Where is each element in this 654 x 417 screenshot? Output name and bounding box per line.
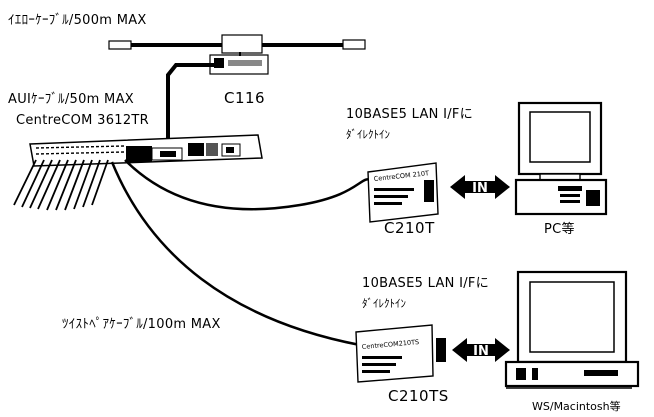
centrecom-hub bbox=[29, 134, 263, 167]
lan-interface-bottom-line1: 10BASE5 LAN I/Fに bbox=[362, 276, 490, 291]
hub-port-cables bbox=[13, 159, 109, 211]
in-label-bottom: IN bbox=[473, 344, 489, 359]
lan-interface-top-line1: 10BASE5 LAN I/Fに bbox=[346, 107, 474, 122]
workstation-computer bbox=[504, 270, 640, 389]
aui-cable bbox=[166, 63, 214, 155]
aui-cable-label: AUIｹｰﾌﾞﾙ/50m MAX bbox=[8, 92, 134, 107]
c116-label: C116 bbox=[224, 89, 266, 107]
lan-interface-top-line2: ﾀﾞｲﾚｸﾄｲﾝ bbox=[346, 128, 390, 141]
c210ts-transceiver: CentreCOM210TS bbox=[355, 324, 446, 383]
workstation-label: WS/Macintosh等 bbox=[532, 400, 621, 413]
in-label-top: IN bbox=[472, 181, 488, 196]
centrecom-label: CentreCOM 3612TR bbox=[16, 113, 149, 128]
cable-to-c210ts bbox=[110, 161, 361, 347]
twisted-pair-label: ﾂｲｽﾄﾍﾟｱｹｰﾌﾞﾙ/100m MAX bbox=[62, 317, 221, 332]
c116-transceiver bbox=[209, 34, 269, 75]
c210t-label: C210T bbox=[384, 219, 435, 237]
pc-label: PC等 bbox=[544, 222, 575, 237]
yellow-cable-label: ｲｴﾛｰｹｰﾌﾞﾙ/500m MAX bbox=[8, 13, 147, 28]
in-arrow-top: IN bbox=[450, 175, 510, 199]
in-arrow-bottom: IN bbox=[452, 338, 510, 362]
c210t-transceiver: CentreCOM 210T bbox=[367, 162, 439, 223]
pc-computer bbox=[514, 101, 608, 216]
cable-to-c210t bbox=[124, 159, 373, 211]
lan-interface-bottom-line2: ﾀﾞｲﾚｸﾄｲﾝ bbox=[362, 297, 406, 310]
c210ts-label: C210TS bbox=[388, 387, 449, 405]
